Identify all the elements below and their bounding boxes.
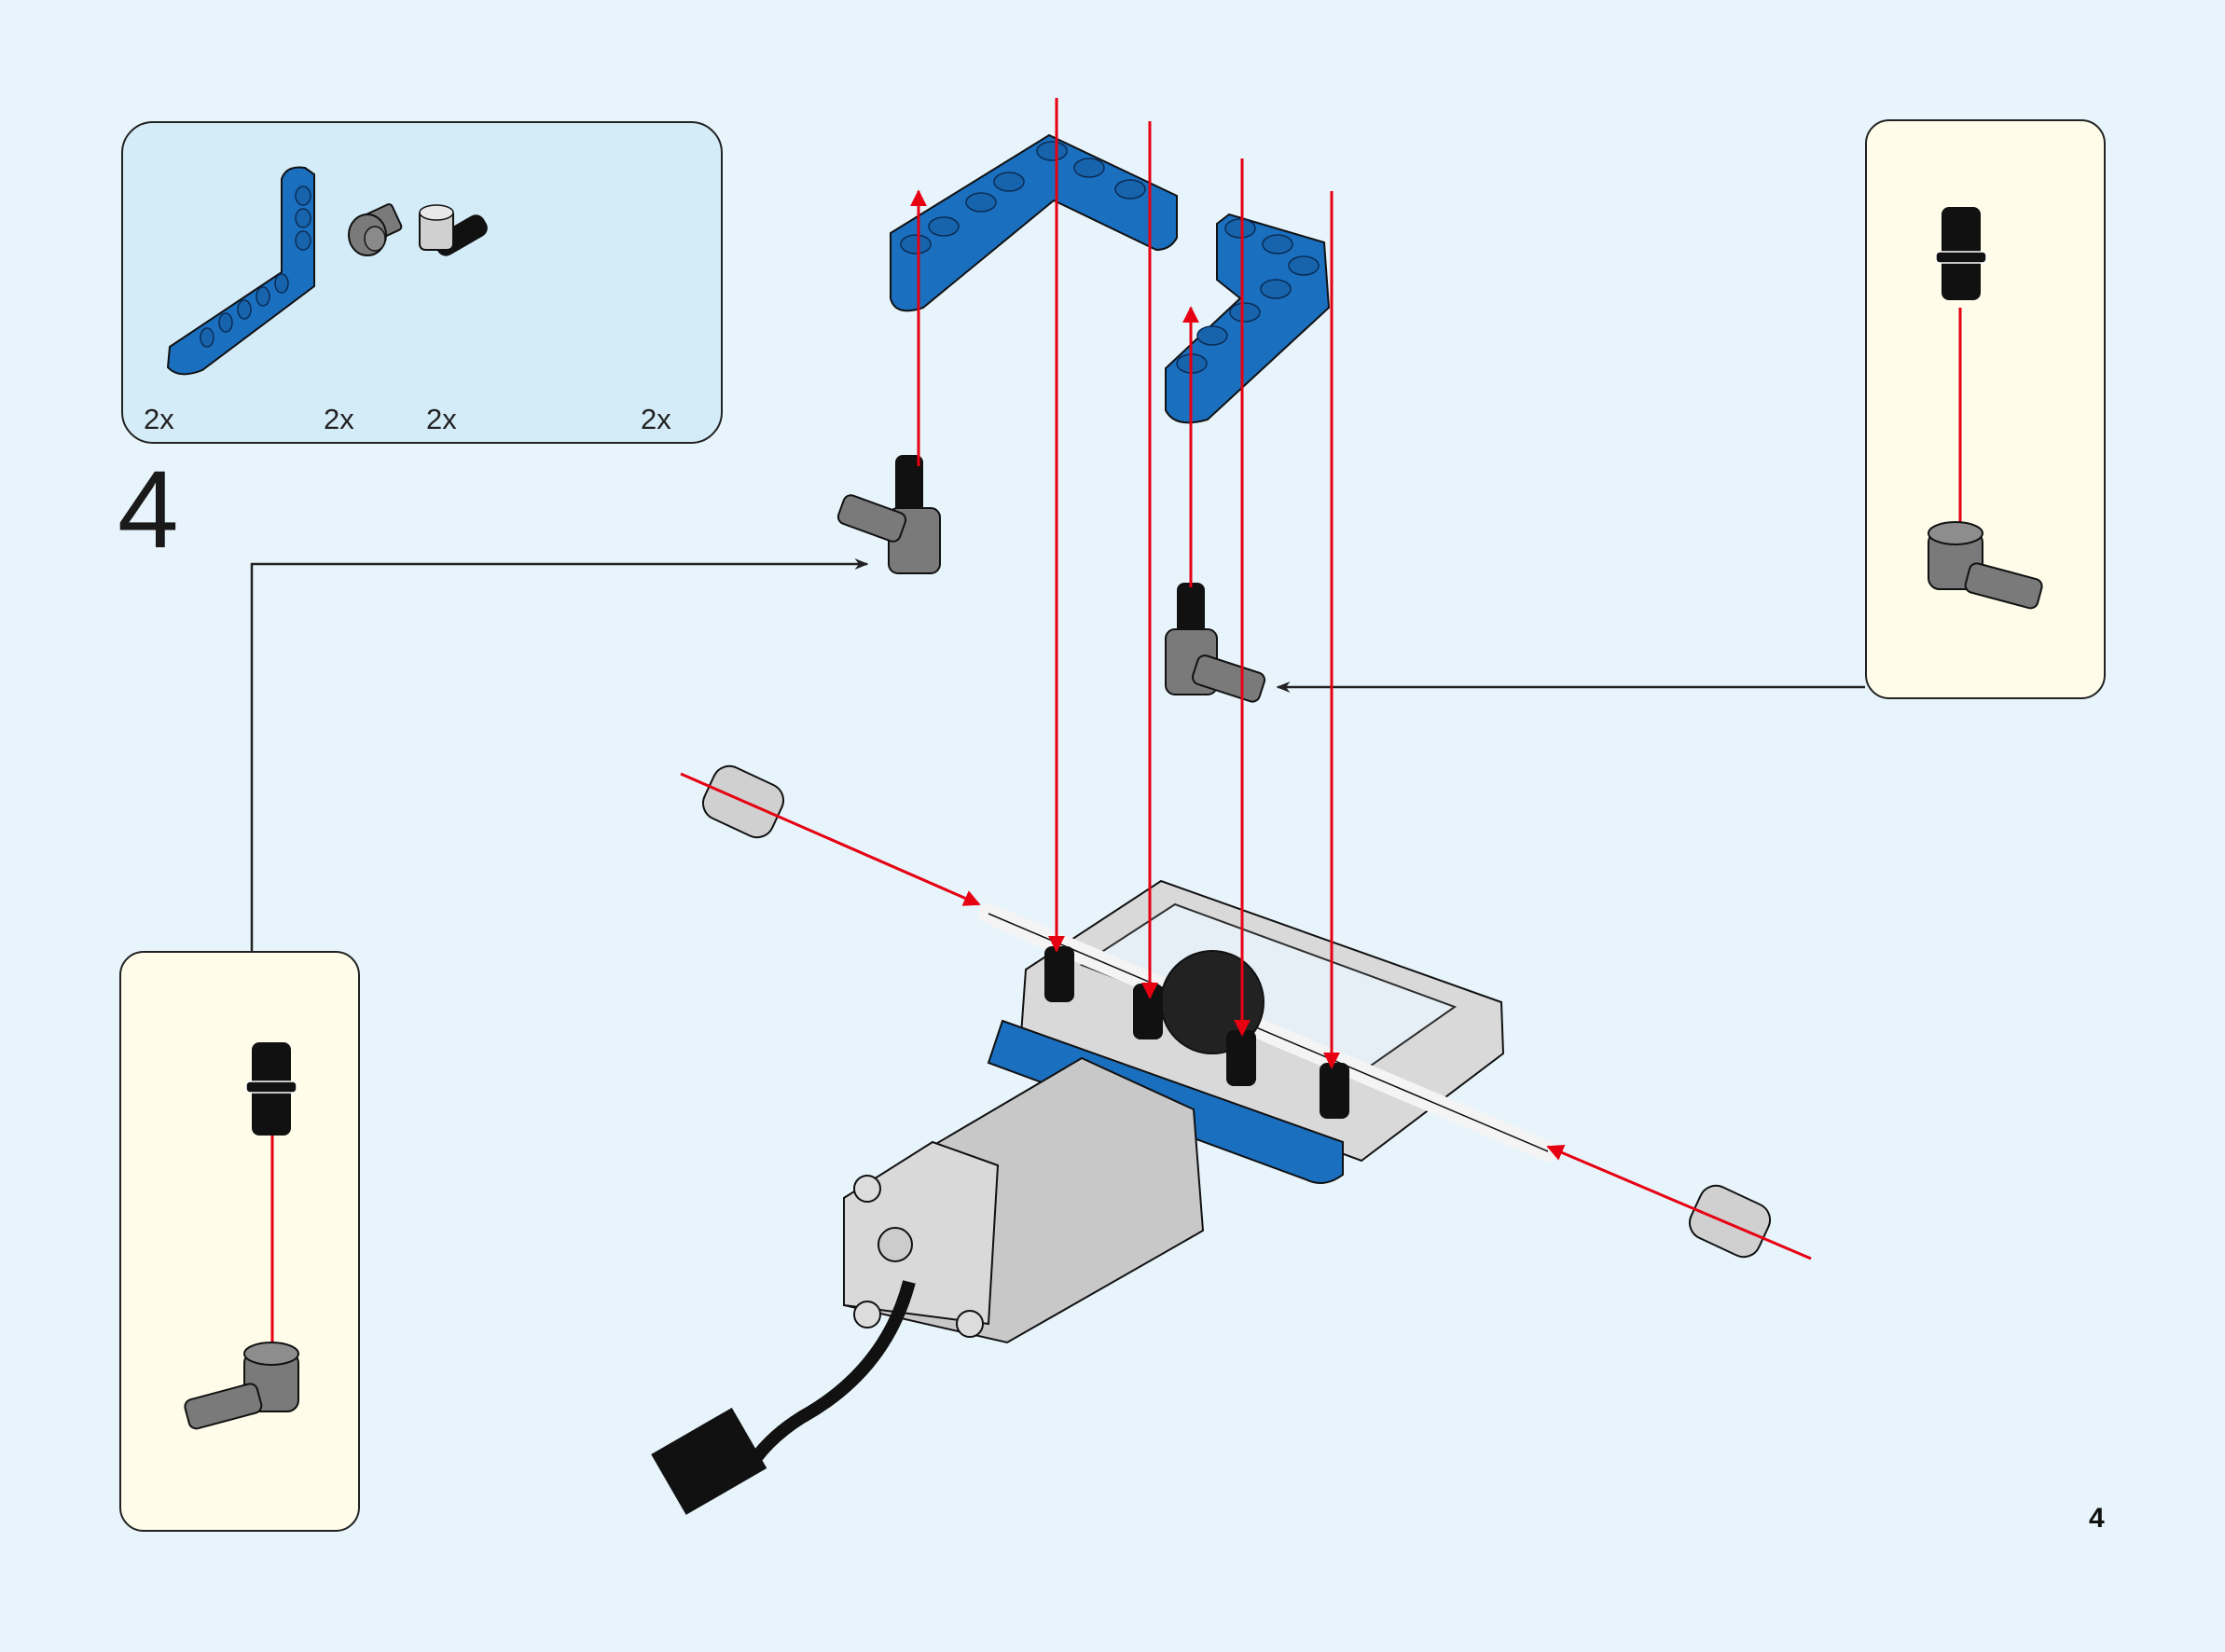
step-number: 4 [117,448,179,571]
pin-connector-part-icon [348,203,403,256]
motor [843,1056,1205,1344]
l-beam-part-icon [166,166,315,376]
callout-box-right [1865,119,2106,699]
axle-bush-part-icon [419,204,454,251]
pin-connector-floating-right [1165,583,1266,703]
quantity-pin-connector: 2x [324,403,354,435]
axle-bush-right [1688,1184,1772,1259]
blue-l-beam-left [890,133,1178,312]
pin-connector-floating-left [836,455,941,574]
quantity-axle-bush: 2x [641,403,671,435]
axle-outline [988,913,1549,1152]
motor-plug [651,1407,767,1515]
callout-box-left [119,951,360,1532]
arrow-bush-left [680,772,981,906]
parts-list-box: 2x 2x 2x 2x [121,121,723,444]
parts-list-illustrations [166,166,488,376]
arrow-bush-right [1546,1145,1812,1260]
callout-right-pin-icon [1935,207,1987,300]
quantity-black-pin: 2x [426,403,457,435]
callout-leader-left [250,558,869,951]
callout-left-pin-icon [245,1042,297,1136]
callout-left-connector-icon [184,1342,299,1430]
quantity-l-beam: 2x [144,403,174,435]
motor-cable [739,1280,916,1477]
callout-right-connector-icon [1928,521,2043,610]
page-number: 4 [2089,1503,2105,1534]
